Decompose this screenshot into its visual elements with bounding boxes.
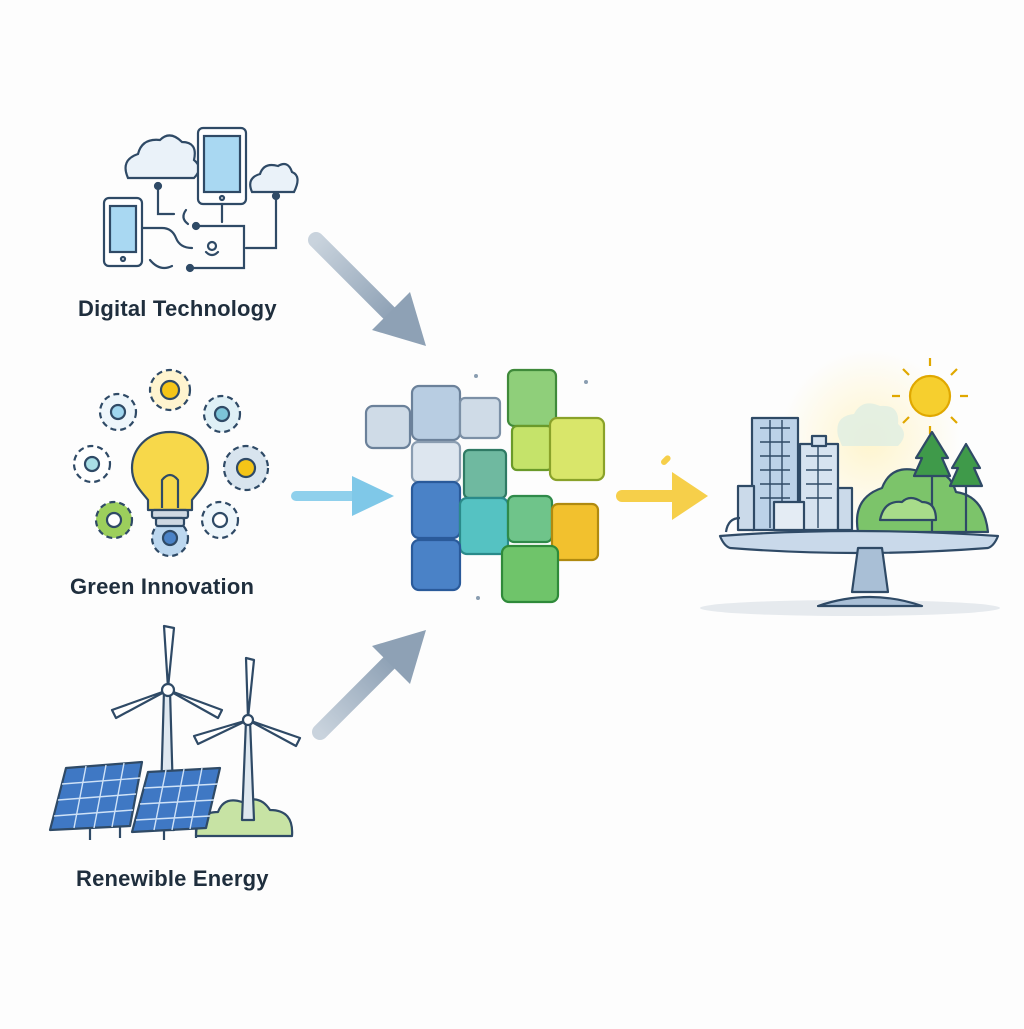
lightbulb-gears-icon	[72, 368, 270, 558]
arrow-hub-to-outcome	[616, 455, 708, 520]
input-label-digital-technology: Digital Technology	[78, 296, 277, 321]
wind-solar-icon	[48, 624, 302, 840]
city-nature-balance-icon	[700, 350, 1000, 616]
input-label-green-innovation: Green Innovation	[70, 574, 255, 599]
cube-cluster-icon	[364, 368, 606, 604]
gear-icon	[72, 368, 270, 558]
arrow-energy-to-hub	[312, 630, 426, 740]
arrow-innovation-to-hub	[291, 476, 394, 516]
input-label-renewable-energy: Renewible Energy	[76, 866, 269, 891]
digital-devices-network-icon	[102, 126, 299, 273]
sun-icon	[892, 358, 968, 434]
arrow-digital-to-hub	[308, 232, 426, 346]
